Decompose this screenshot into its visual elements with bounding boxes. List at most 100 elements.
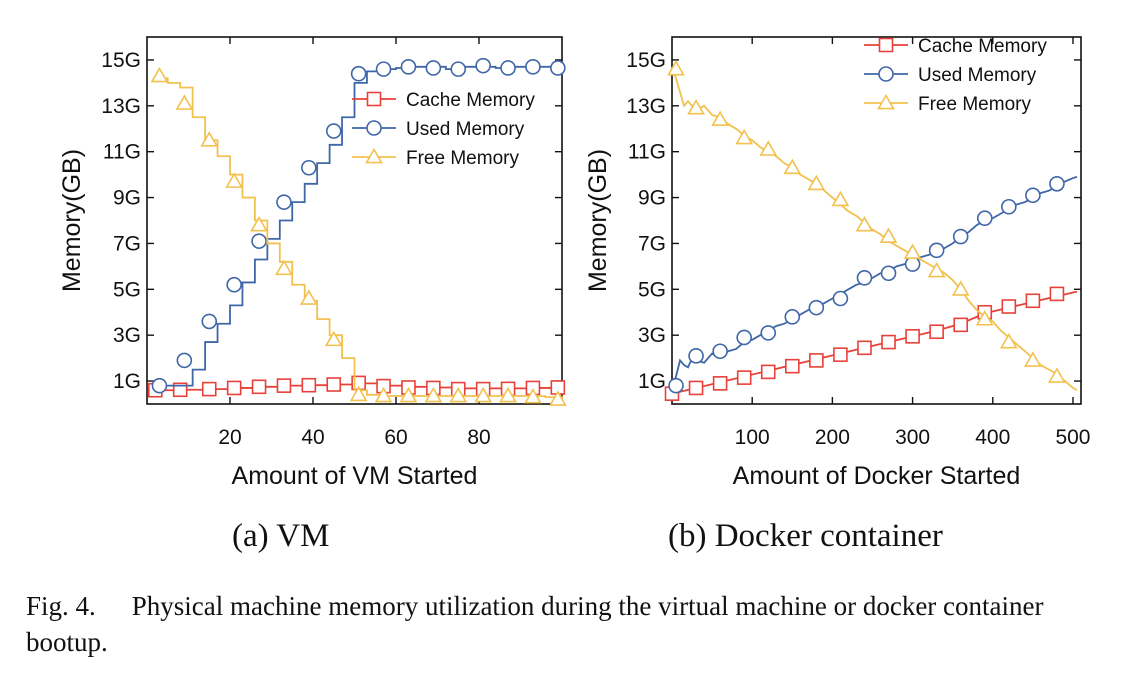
y-axis-label: Memory(GB): [584, 149, 612, 292]
series-line: [671, 290, 1078, 395]
data-point-marker: [927, 261, 946, 278]
y-tick-label: 9G: [638, 187, 666, 210]
data-point-marker: [1025, 187, 1041, 204]
y-tick-label: 13G: [101, 95, 141, 118]
data-point-marker: [251, 379, 267, 395]
data-point-marker: [449, 386, 468, 403]
data-point-marker: [953, 317, 969, 333]
data-point-marker: [1001, 299, 1017, 314]
data-point-marker: [712, 376, 728, 391]
data-point-marker: [225, 172, 244, 188]
data-point-marker: [951, 280, 970, 296]
plot-frame: [146, 36, 563, 405]
data-point-marker: [375, 61, 392, 77]
data-point-marker: [881, 334, 896, 350]
data-point-marker: [999, 332, 1018, 349]
data-point-marker: [226, 276, 242, 293]
data-point-marker: [808, 299, 825, 316]
data-point-marker: [668, 377, 684, 394]
x-axis-label: Amount of VM Started: [232, 462, 478, 490]
data-point-marker: [784, 358, 800, 374]
data-point-marker: [831, 190, 850, 207]
data-point-marker: [833, 347, 848, 362]
data-point-marker: [500, 60, 516, 76]
data-point-marker: [952, 228, 969, 245]
data-point-marker: [276, 378, 292, 393]
y-tick-label: 7G: [113, 232, 141, 255]
series-line: [671, 66, 1078, 392]
data-point-marker: [1048, 367, 1066, 383]
legend-marker: [877, 93, 895, 110]
x-tick-label: 100: [735, 426, 770, 449]
series-used-memory: [668, 176, 1078, 394]
data-point-marker: [688, 348, 704, 364]
x-tick-label: 400: [975, 426, 1010, 449]
data-point-marker: [524, 388, 542, 404]
data-point-marker: [301, 377, 317, 393]
y-tick-label: 11G: [628, 141, 666, 164]
data-point-marker: [711, 110, 729, 126]
data-point-marker: [904, 256, 921, 272]
data-point-marker: [151, 377, 168, 394]
y-tick-label: 1G: [638, 370, 666, 393]
legend-marker: [366, 91, 382, 107]
x-tick-label: 40: [301, 426, 324, 449]
y-tick-label: 5G: [638, 278, 666, 301]
data-point-marker: [735, 128, 754, 145]
data-point-marker: [150, 66, 169, 83]
data-point-marker: [474, 386, 493, 403]
data-point-marker: [548, 390, 567, 406]
x-tick-label: 300: [895, 426, 930, 449]
y-tick-label: 15G: [101, 49, 141, 72]
data-point-marker: [250, 216, 268, 232]
data-point-marker: [325, 123, 342, 139]
legend-label: Used Memory: [918, 65, 1037, 86]
data-point-marker: [856, 270, 873, 286]
data-point-marker: [450, 61, 467, 77]
data-point-marker: [276, 194, 292, 210]
x-tick-label: 20: [218, 426, 241, 449]
data-point-marker: [275, 259, 293, 276]
series-line: [155, 65, 562, 387]
data-point-marker: [807, 174, 826, 191]
data-point-marker: [688, 380, 704, 396]
data-point-marker: [760, 364, 776, 380]
figure-caption: Fig. 4.Physical machine memory utilizati…: [26, 588, 1106, 660]
y-axis-label: Memory(GB): [58, 149, 86, 292]
data-point-marker: [1001, 198, 1017, 215]
data-point-marker: [759, 140, 778, 156]
data-point-marker: [425, 60, 442, 76]
y-tick-label: 3G: [638, 324, 666, 347]
data-point-marker: [976, 210, 993, 227]
y-tick-label: 3G: [113, 324, 141, 347]
y-tick-label: 15G: [626, 49, 666, 72]
data-point-marker: [499, 386, 517, 403]
x-tick-label: 80: [467, 426, 490, 449]
data-point-marker: [903, 243, 922, 260]
data-point-marker: [1049, 176, 1065, 192]
legend-label: Used Memory: [406, 119, 525, 140]
data-point-marker: [1024, 351, 1042, 367]
data-point-marker: [809, 353, 824, 368]
data-point-marker: [687, 99, 705, 115]
y-tick-label: 13G: [626, 95, 666, 118]
data-point-marker: [251, 233, 267, 249]
data-point-marker: [525, 59, 541, 75]
data-point-marker: [736, 370, 752, 385]
data-point-marker: [550, 60, 566, 76]
legend-marker: [366, 120, 382, 136]
data-point-marker: [832, 290, 849, 307]
figure-caption-text: Physical machine memory utilization duri…: [26, 591, 1044, 657]
data-point-marker: [879, 227, 898, 243]
legend-marker: [878, 66, 894, 82]
data-point-marker: [736, 329, 752, 346]
data-point-marker: [400, 59, 417, 75]
data-point-marker: [349, 385, 368, 402]
figure-number: Fig. 4.: [26, 591, 96, 621]
data-point-marker: [301, 159, 317, 176]
data-point-marker: [929, 324, 944, 340]
y-tick-label: 5G: [113, 278, 141, 301]
series-used-memory: [151, 57, 566, 394]
